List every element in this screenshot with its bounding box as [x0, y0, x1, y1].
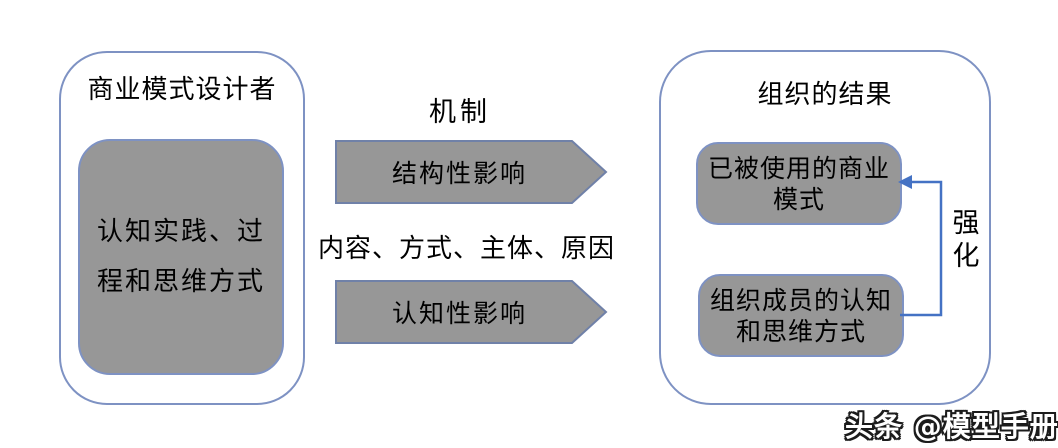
- structural-influence-arrow: 结构性影响: [335, 140, 608, 204]
- right-panel-title: 组织的结果: [757, 80, 893, 110]
- arrow-right-shape-icon: [335, 140, 608, 204]
- business-model-designer-panel: 商业模式设计者 认知实践、过 程和思维方式: [59, 51, 305, 405]
- reinforcement-feedback-arrow-icon: [898, 175, 943, 317]
- reinforcement-char-2: 化: [952, 241, 980, 272]
- members-cognition-line-1: 组织成员的认知: [709, 285, 892, 315]
- cognitive-practice-line-2: 程和思维方式: [96, 267, 265, 297]
- structural-influence-label: 结构性影响: [391, 159, 527, 188]
- reinforcement-char-1: 强: [952, 208, 980, 239]
- used-business-model-line-1: 已被使用的商业: [707, 153, 890, 183]
- mechanism-caption: 内容、方式、主体、原因: [318, 234, 616, 264]
- members-cognition-line-2: 和思维方式: [735, 316, 866, 346]
- organizational-results-panel: 组织的结果 已被使用的商业 模式 组织成员的认知 和思维方式: [659, 50, 991, 405]
- cognitive-practice-box: 认知实践、过 程和思维方式: [78, 139, 284, 375]
- arrow-right-shape-icon: [335, 280, 608, 344]
- cognitive-influence-arrow: 认知性影响: [335, 280, 608, 344]
- members-cognition-box: 组织成员的认知 和思维方式: [698, 274, 904, 357]
- cognitive-influence-label: 认知性影响: [391, 299, 527, 328]
- used-business-model-line-2: 模式: [772, 184, 825, 214]
- used-business-model-box: 已被使用的商业 模式: [696, 142, 902, 225]
- mechanism-title: 机制: [429, 97, 491, 128]
- reinforcement-label: 强 化: [942, 207, 990, 273]
- watermark: 头条 @模型手册: [845, 410, 1058, 443]
- cognitive-practice-line-1: 认知实践、过: [96, 217, 265, 247]
- left-panel-title: 商业模式设计者: [87, 75, 277, 105]
